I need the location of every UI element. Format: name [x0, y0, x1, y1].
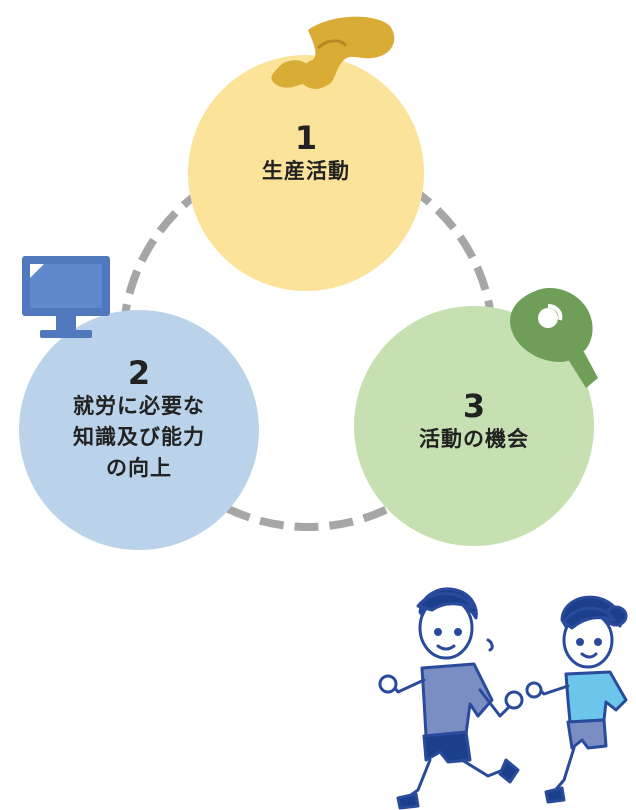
node-number-1: 1 — [294, 119, 318, 157]
node-number-3: 3 — [462, 387, 486, 425]
node-circle-1 — [188, 55, 424, 291]
node-text-3-line-1: 活動の機会 — [419, 427, 529, 451]
node-label-1: 1 生産活動 — [226, 120, 386, 187]
node-text-1-line-1: 生産活動 — [262, 159, 350, 183]
node-text-2-line-2: 知識及び能力 — [73, 425, 205, 449]
table-tennis-paddle-icon — [510, 287, 598, 388]
node-number-2: 2 — [127, 354, 151, 392]
running-children-illustration — [378, 587, 628, 810]
node-text-2-line-3: の向上 — [106, 456, 172, 480]
node-label-2: 2 就労に必要な 知識及び能力 の向上 — [39, 355, 239, 484]
monitor-icon — [22, 256, 110, 338]
node-circle-2 — [19, 310, 259, 550]
running-boy — [378, 587, 524, 810]
node-circle-3 — [354, 306, 594, 546]
node-text-2-line-1: 就労に必要な — [73, 394, 205, 418]
shoe-icon — [271, 16, 395, 89]
running-girl — [525, 595, 628, 804]
node-label-3: 3 活動の機会 — [384, 388, 564, 455]
